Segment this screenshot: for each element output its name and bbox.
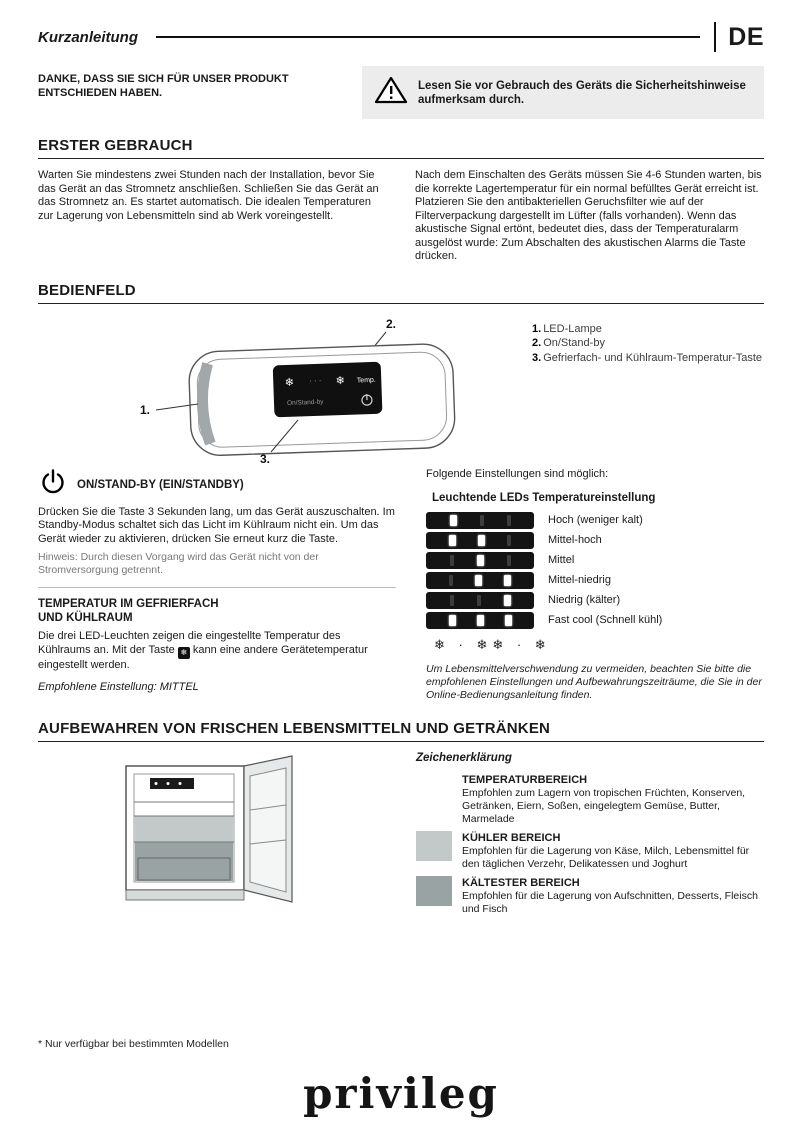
thanks-text: DANKE, DASS SIE SICH FÜR UNSER PRODUKT E… [38,73,289,99]
control-panel-legend: 1.LED-Lampe 2.On/Stand-by 3.Gefrierfach-… [532,314,764,366]
header-rule [156,35,701,39]
storage-legend: Zeichenerklärung TEMPERATURBEREICH Empfo… [416,752,764,921]
legend-item-led-lamp: 1.LED-Lampe [532,322,764,337]
led-setting-label: Hoch (weniger kalt) [548,514,643,526]
first-use-right-text: Nach dem Einschalten des Geräts müssen S… [415,169,762,262]
safety-warning-box: Lesen Sie vor Gebrauch des Geräts die Si… [362,66,764,119]
control-panel-diagram-row: 2. ❄ · · · ❄ Temp. On/Stand-by 1. [38,314,764,466]
zone-swatch-coldest [416,875,452,906]
section-storage: AUFBEWAHREN VON FRISCHEN LEBENSMITTELN U… [38,720,764,921]
led-indicator [426,611,534,629]
svg-text:· · ·: · · · [309,375,322,384]
snowflake-scale: ❄ · ❄❄ · ❄ [434,636,551,652]
legend-title: Zeichenerklärung [416,751,512,764]
temperature-body-before: Die drei LED-Leuchten zeigen die eingest… [38,630,341,656]
zone-title: TEMPERATURBEREICH [462,773,588,786]
zone-desc: Empfohlen für die Lagerung von Käse, Mil… [462,844,750,870]
zone-item-coldest: KÄLTESTER BEREICH Empfohlen für die Lage… [416,875,764,916]
svg-text:On/Stand-by: On/Stand-by [287,398,324,406]
zone-swatch-cool [416,830,452,861]
legend-item-temp-button: 3.Gefrierfach- und Kühlraum-Temperatur-T… [532,351,764,366]
led-setting-row: Mittel-hoch [426,531,764,549]
led-indicator [426,511,534,529]
storage-heading: AUFBEWAHREN VON FRISCHEN LEBENSMITTELN U… [38,720,764,742]
zone-title: KÜHLER BEREICH [462,831,561,844]
svg-text:3.: 3. [260,452,270,466]
zone-swatch-temperature [416,772,452,803]
header-divider [714,22,717,52]
zone-item-temperature: TEMPERATURBEREICH Empfohlen zum Lagern v… [416,772,764,826]
led-setting-row: Hoch (weniger kalt) [426,511,764,529]
led-indicator [426,551,534,569]
first-use-heading: ERSTER GEBRAUCH [38,137,764,159]
svg-text:1.: 1. [140,403,150,417]
power-icon [38,468,68,503]
led-indicator [426,591,534,609]
led-setting-label: Fast cool (Schnell kühl) [548,614,663,626]
legend-num: 3. [532,351,542,364]
onstandby-heading: ON/STAND-BY (EIN/STANDBY) [77,479,244,491]
temperature-heading-line2: UND KÜHLRAUM [38,612,133,624]
control-panel-diagram: 2. ❄ · · · ❄ Temp. On/Stand-by 1. [140,317,456,466]
onstandby-body: Drücken Sie die Taste 3 Sekunden lang, u… [38,505,395,545]
first-use-left-text: Warten Sie mindestens zwei Stunden nach … [38,169,379,222]
temperature-body-after: kann eine andere Gerätetemperatur einges… [38,643,368,671]
svg-text:2.: 2. [386,317,396,331]
legend-item-onstandby: 2.On/Stand-by [532,336,764,351]
recommended-setting: Empfohlene Einstellung: MITTEL [38,681,199,693]
column-divider [38,587,396,588]
intro-row: DANKE, DASS SIE SICH FÜR UNSER PRODUKT E… [38,66,764,119]
language-code: DE [728,22,764,51]
settings-table-header: Leuchtende LEDs Temperatureinstellung [432,491,656,504]
page-header: Kurzanleitung DE [38,20,764,54]
led-setting-row: Niedrig (kälter) [426,591,764,609]
legend-text: Gefrierfach- und Kühlraum-Temperatur-Tas… [543,351,763,364]
warning-text: Lesen Sie vor Gebrauch des Geräts die Si… [418,79,746,106]
doc-title: Kurzanleitung [38,28,138,46]
brand-logo: privileg [303,1069,499,1118]
zone-item-cool: KÜHLER BEREICH Empfohlen für die Lagerun… [416,830,764,871]
temperature-heading: TEMPERATUR IM GEFRIERFACH UND KÜHLRAUM [38,597,396,625]
section-first-use: ERSTER GEBRAUCH Warten Sie mindestens zw… [38,137,764,264]
legend-num: 1. [532,322,542,335]
led-indicator [426,571,534,589]
led-setting-label: Niedrig (kälter) [548,594,621,606]
temp-button-icon: ❄ [177,646,190,659]
led-setting-row: Mittel-niedrig [426,571,764,589]
led-setting-label: Mittel-hoch [548,534,602,546]
temperature-heading-line1: TEMPERATUR IM GEFRIERFACH [38,598,219,610]
led-setting-label: Mittel [548,554,575,566]
settings-block: Folgende Einstellungen sind möglich: Leu… [426,468,764,702]
legend-text: LED-Lampe [543,322,602,335]
led-setting-row: Fast cool (Schnell kühl) [426,611,764,629]
fridge-diagram [125,754,293,903]
onstandby-block: ON/STAND-BY (EIN/STANDBY) Drücken Sie di… [38,468,396,702]
section-control-panel: BEDIENFELD 2. ❄ · · · ❄ Temp. On/Stand-b… [38,282,764,702]
zone-title: KÄLTESTER BEREICH [462,876,580,889]
svg-text:❄: ❄ [335,374,345,386]
settings-footnote: Um Lebensmittelverschwendung zu vermeide… [426,662,762,701]
led-indicator [426,531,534,549]
svg-text:Temp.: Temp. [357,376,376,384]
temperature-body: Die drei LED-Leuchten zeigen die eingest… [38,630,396,672]
model-footnote: * Nur verfügbar bei bestimmten Modellen [38,1038,229,1050]
svg-text:❄: ❄ [285,376,295,388]
onstandby-note: Hinweis: Durch diesen Vorgang wird das G… [38,551,319,576]
warning-triangle-icon [374,75,408,110]
legend-text: On/Stand-by [543,337,605,349]
control-panel-heading: BEDIENFELD [38,282,764,304]
zone-desc: Empfohlen für die Lagerung von Aufschnit… [462,889,758,915]
legend-num: 2. [532,337,542,349]
led-setting-label: Mittel-niedrig [548,574,611,586]
zone-desc: Empfohlen zum Lagern von tropischen Früc… [462,786,746,825]
led-setting-row: Mittel [426,551,764,569]
settings-intro: Folgende Einstellungen sind möglich: [426,467,609,480]
